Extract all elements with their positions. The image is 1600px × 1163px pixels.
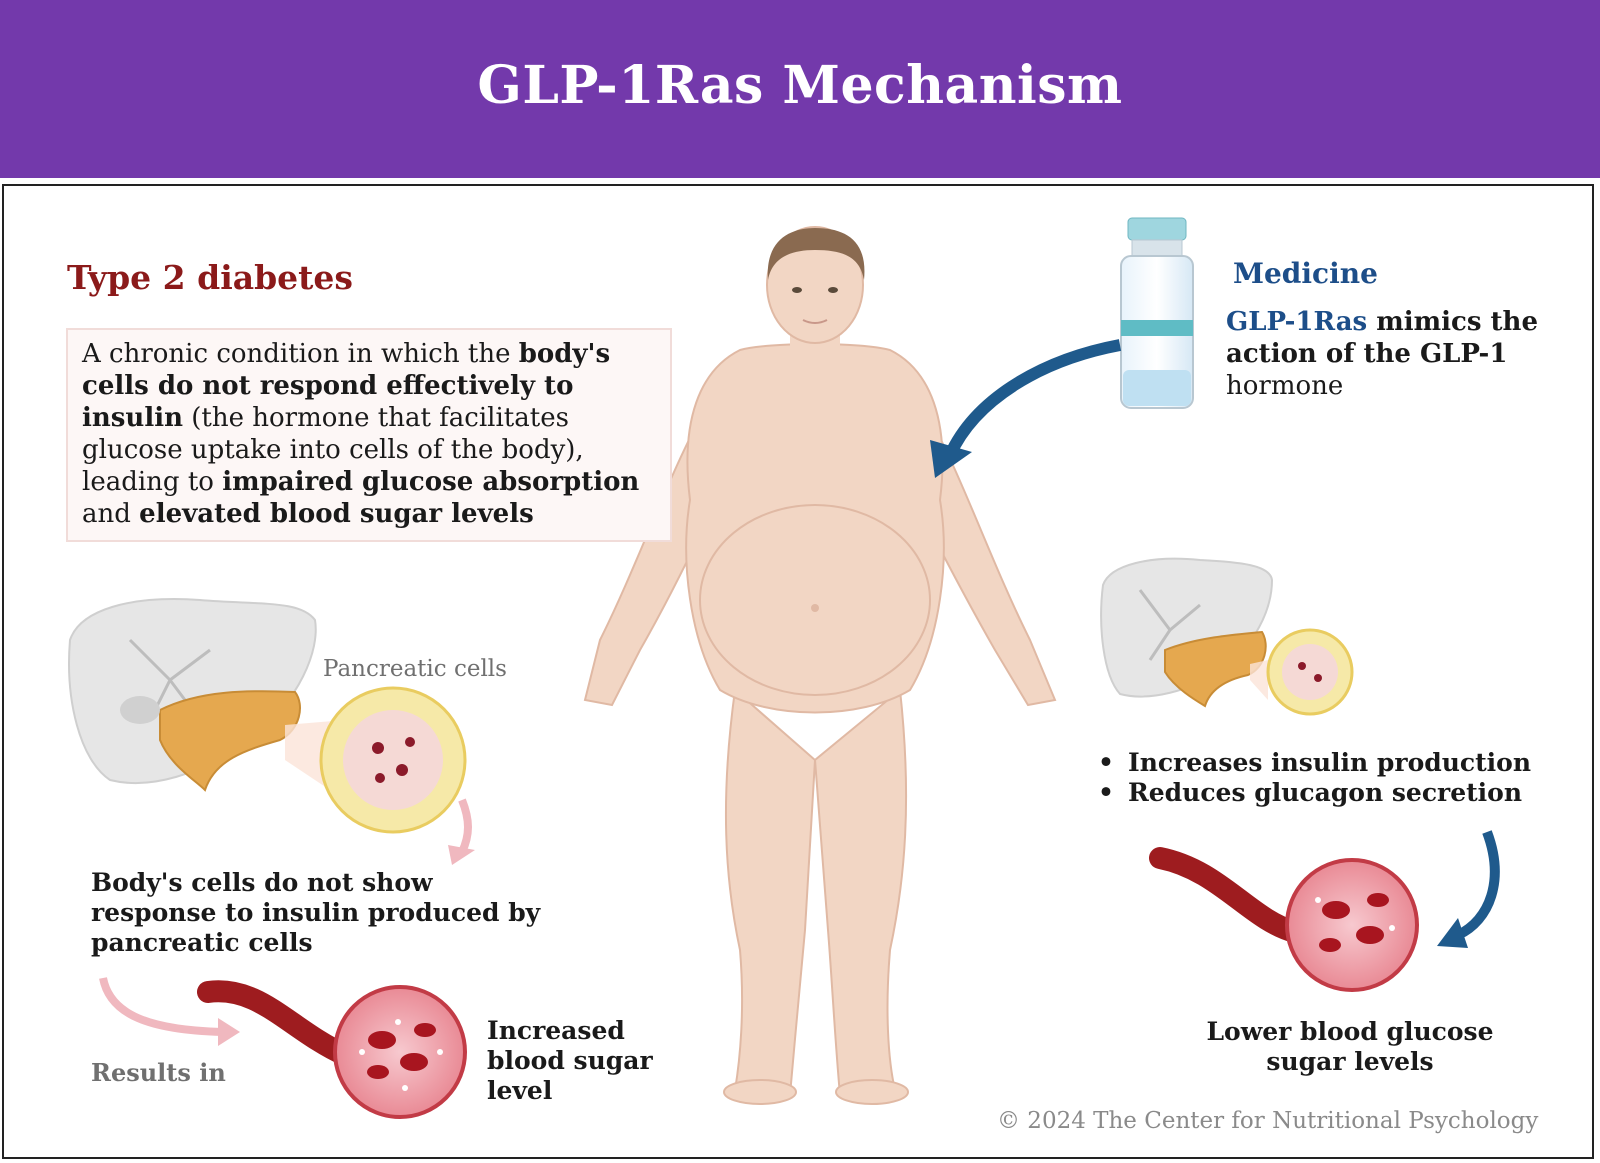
drug-name: GLP-1Ras — [1226, 307, 1368, 337]
medicine-emphasis: mimics the action of the GLP-1 — [1226, 307, 1538, 369]
definition-text: A chronic condition in which the — [82, 339, 519, 369]
medicine-heading: Medicine — [1233, 257, 1378, 290]
definition-emphasis: body's cells do not respond effectively … — [82, 339, 611, 433]
results-in-label: Results in — [91, 1058, 226, 1087]
no-response-text: Body's cells do not show response to ins… — [91, 868, 541, 957]
definition-box: A chronic condition in which the body's … — [66, 328, 672, 542]
magnifier-cone — [1250, 660, 1268, 700]
definition-emphasis: elevated blood sugar levels — [139, 499, 534, 529]
definition-text: and — [82, 499, 140, 529]
header-banner: GLP-1Ras Mechanism — [0, 0, 1600, 178]
copyright-notice: © 2024 The Center for Nutritional Psycho… — [997, 1108, 1539, 1134]
islet-cells-icon — [1266, 628, 1354, 716]
definition-text: (the hormone that facilitates glucose up… — [82, 403, 584, 497]
definition-emphasis: impaired glucose absorption — [222, 467, 640, 497]
list-item: Increases insulin production — [1098, 748, 1531, 778]
liver-pancreas-icon — [68, 598, 317, 792]
effects-list: Increases insulin production Reduces glu… — [1098, 748, 1531, 808]
vial-icon — [1120, 217, 1194, 409]
lower-glucose-text: Lower blood glucose sugar levels — [1206, 1017, 1494, 1076]
content-frame — [2, 184, 1594, 1159]
page-title: GLP-1Ras Mechanism — [477, 55, 1123, 116]
blood-vessel-icon — [197, 980, 467, 1119]
arrow-icon — [99, 977, 240, 1046]
medicine-description: GLP-1Ras mimics the action of the GLP-1 … — [1226, 306, 1586, 402]
type2-heading: Type 2 diabetes — [67, 258, 353, 297]
arrow-icon — [448, 798, 475, 865]
pancreatic-cells-label: Pancreatic cells — [323, 656, 507, 682]
blood-vessel-icon — [1149, 847, 1419, 992]
medicine-text: hormone — [1226, 371, 1344, 401]
list-item: Reduces glucagon secretion — [1098, 778, 1531, 808]
arrow-icon — [930, 339, 1122, 478]
islet-cells-icon — [319, 686, 467, 834]
increased-blood-sugar-text: Increased blood sugar level — [487, 1016, 653, 1105]
person-figure — [583, 226, 1057, 1105]
arrow-icon — [1437, 830, 1500, 948]
liver-pancreas-icon — [1100, 557, 1274, 708]
